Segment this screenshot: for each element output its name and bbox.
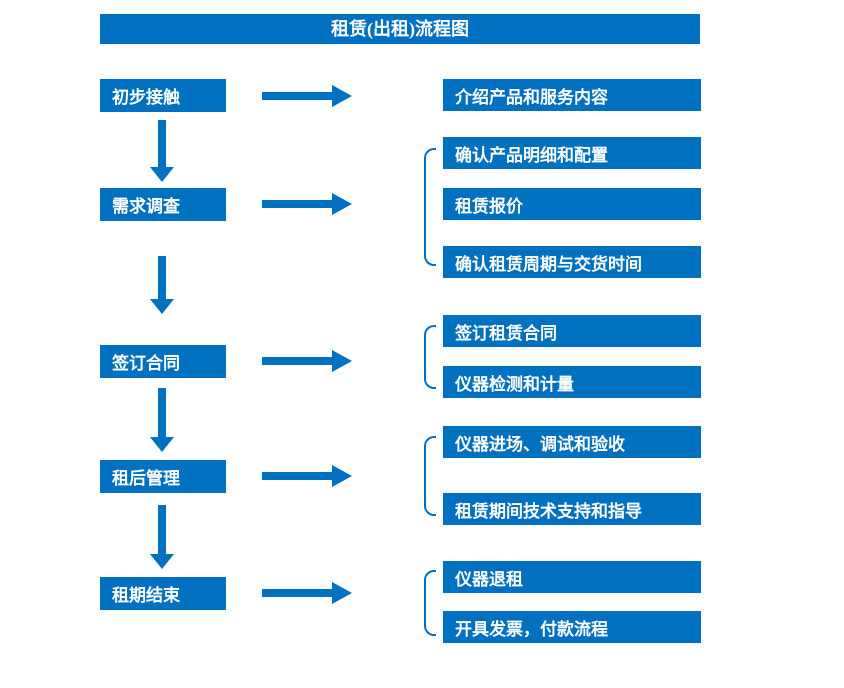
- arrow-shaft: [262, 589, 332, 597]
- detail-box-invoice-payment: 开具发票，付款流程: [443, 611, 701, 643]
- flowchart-title: 租赁(出租)流程图: [100, 14, 700, 44]
- detail-box-tech-support: 租赁期间技术支持和指导: [443, 493, 701, 525]
- group-bracket-5: [424, 570, 436, 636]
- arrow-shaft: [158, 120, 166, 167]
- down-arrow-1: [150, 120, 174, 182]
- detail-box-instrument-entry-debug: 仪器进场、调试和验收: [443, 426, 701, 458]
- arrow-shaft: [262, 92, 332, 100]
- arrow-head: [332, 85, 352, 107]
- stage-box-post-rental-management: 租后管理: [100, 460, 226, 493]
- stage-box-initial-contact: 初步接触: [100, 79, 226, 112]
- arrow-shaft: [158, 388, 166, 437]
- detail-box-introduce-products: 介绍产品和服务内容: [443, 79, 701, 111]
- detail-box-rental-quote: 租赁报价: [443, 188, 701, 220]
- stage-box-sign-contract: 签订合同: [100, 345, 226, 378]
- group-bracket-4: [424, 436, 436, 516]
- detail-box-sign-rental-contract: 签订租赁合同: [443, 315, 701, 347]
- down-arrow-4: [150, 505, 174, 569]
- detail-box-confirm-product-config: 确认产品明细和配置: [443, 137, 701, 169]
- arrow-head: [150, 437, 174, 452]
- right-arrow-5: [262, 582, 352, 604]
- down-arrow-2: [150, 256, 174, 314]
- arrow-head: [332, 193, 352, 215]
- arrow-shaft: [262, 357, 332, 365]
- arrow-head: [150, 554, 174, 569]
- group-bracket-2: [424, 148, 436, 266]
- right-arrow-3: [262, 350, 352, 372]
- right-arrow-4: [262, 465, 352, 487]
- arrow-head: [332, 582, 352, 604]
- arrow-head: [332, 465, 352, 487]
- arrow-shaft: [158, 505, 166, 554]
- right-arrow-1: [262, 85, 352, 107]
- stage-box-demand-survey: 需求调查: [100, 188, 226, 221]
- arrow-head: [150, 299, 174, 314]
- stage-box-rental-end: 租期结束: [100, 577, 226, 610]
- arrow-shaft: [262, 200, 332, 208]
- arrow-shaft: [158, 256, 166, 299]
- detail-box-instrument-testing: 仪器检测和计量: [443, 366, 701, 398]
- down-arrow-3: [150, 388, 174, 452]
- detail-box-confirm-period-delivery: 确认租赁周期与交货时间: [443, 246, 701, 278]
- detail-box-instrument-return: 仪器退租: [443, 561, 701, 593]
- right-arrow-2: [262, 193, 352, 215]
- arrow-head: [332, 350, 352, 372]
- group-bracket-3: [424, 325, 436, 389]
- arrow-shaft: [262, 472, 332, 480]
- arrow-head: [150, 167, 174, 182]
